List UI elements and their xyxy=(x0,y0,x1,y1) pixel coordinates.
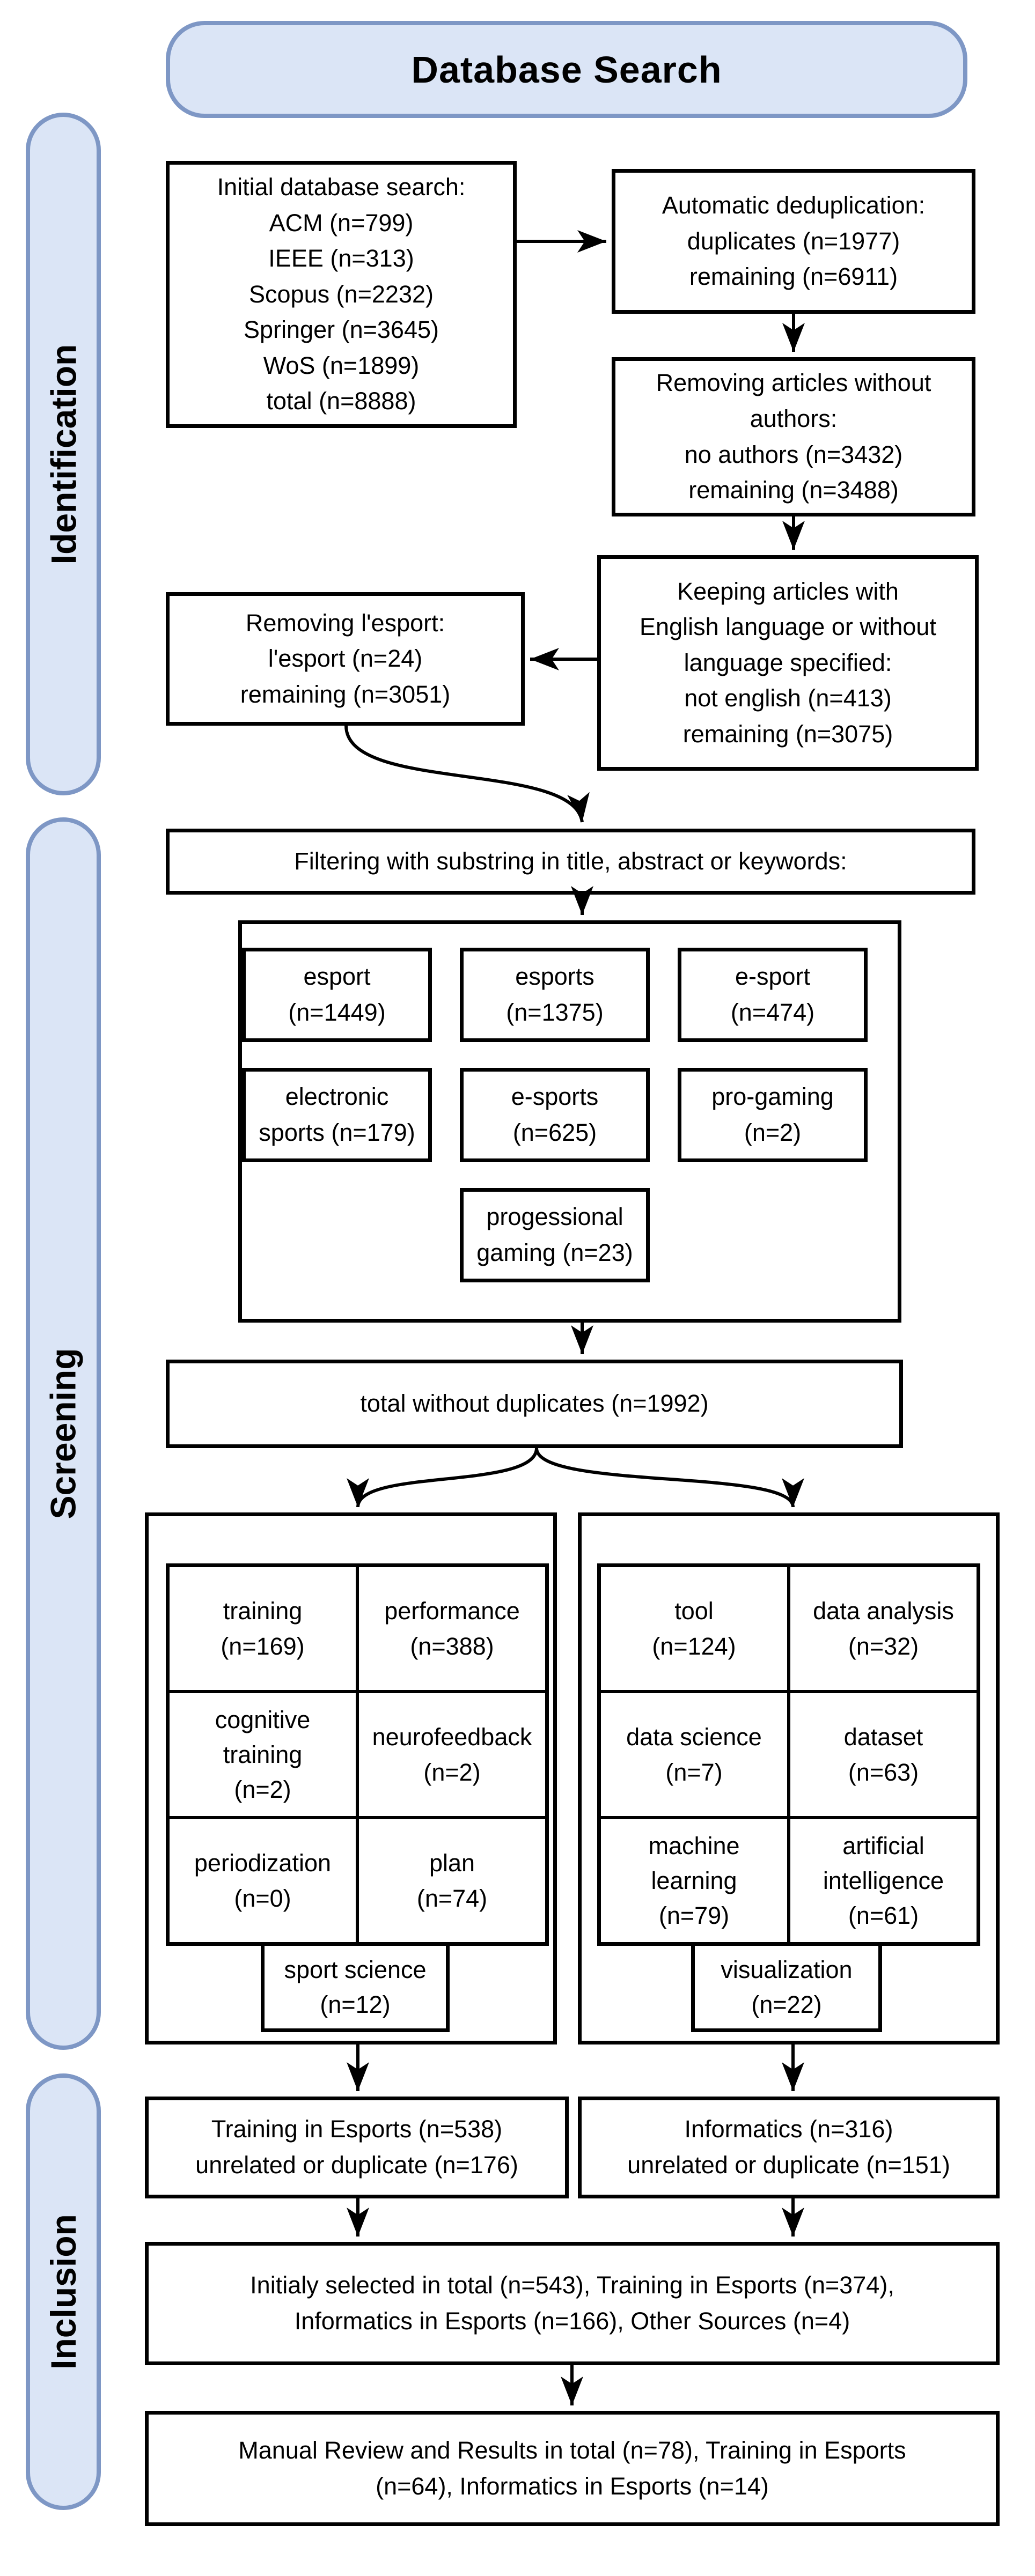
cell-dataset: dataset(n=63) xyxy=(789,1692,978,1818)
training-keywords-container: training(n=169) performance(n=388) cogni… xyxy=(145,1512,557,2044)
informatics-keywords-grid: tool(n=124) data analysis(n=32) data sci… xyxy=(597,1563,980,1946)
box-training-branch: Training in Esports (n=538)unrelated or … xyxy=(145,2097,569,2198)
section-screening-label: Screening xyxy=(43,1348,84,1519)
box-filtering: Filtering with substring in title, abstr… xyxy=(166,829,975,895)
section-inclusion: Inclusion xyxy=(26,2073,101,2510)
keywords-container: esport(n=1449) esports(n=1375) e-sport(n… xyxy=(238,920,901,1323)
box-lesport: Removing l'esport:l'esport (n=24)remaini… xyxy=(166,592,525,726)
cell-plan: plan(n=74) xyxy=(357,1818,547,1944)
title-text: Database Search xyxy=(411,48,722,91)
cell-performance: performance(n=388) xyxy=(357,1566,547,1692)
section-identification: Identification xyxy=(26,113,101,795)
keyword-esports: esports(n=1375) xyxy=(460,948,650,1042)
title-banner: Database Search xyxy=(166,21,967,118)
cell-periodization: periodization(n=0) xyxy=(168,1818,357,1944)
cell-training: training(n=169) xyxy=(168,1566,357,1692)
keyword-e-sport: e-sport(n=474) xyxy=(678,948,868,1042)
informatics-keywords-container: tool(n=124) data analysis(n=32) data sci… xyxy=(578,1512,1000,2044)
cell-neurofeedback: neurofeedback(n=2) xyxy=(357,1692,547,1818)
box-total-without-duplicates: total without duplicates (n=1992) xyxy=(166,1360,903,1448)
box-deduplication: Automatic deduplication:duplicates (n=19… xyxy=(612,169,975,314)
keyword-esport: esport(n=1449) xyxy=(242,948,432,1042)
arrow-total-to-informatics xyxy=(535,1448,804,1508)
section-screening: Screening xyxy=(26,817,101,2050)
cell-visualization: visualization(n=22) xyxy=(691,1942,882,2032)
arrow-total-to-training xyxy=(347,1448,538,1508)
section-identification-label: Identification xyxy=(43,344,84,564)
box-informatics-branch: Informatics (n=316)unrelated or duplicat… xyxy=(578,2097,1000,2198)
keyword-pro-gaming: pro-gaming(n=2) xyxy=(678,1068,868,1162)
cell-tool: tool(n=124) xyxy=(599,1566,789,1692)
cell-data-science: data science(n=7) xyxy=(599,1692,789,1818)
box-initial-search: Initial database search:ACM (n=799)IEEE … xyxy=(166,161,517,428)
box-initially-selected: Initialy selected in total (n=543), Trai… xyxy=(145,2242,1000,2365)
keyword-e-sports: e-sports(n=625) xyxy=(460,1068,650,1162)
section-inclusion-label: Inclusion xyxy=(43,2214,83,2370)
cell-sport-science: sport science(n=12) xyxy=(261,1942,450,2032)
cell-data-analysis: data analysis(n=32) xyxy=(789,1566,978,1692)
arrow-lesport-to-filtering xyxy=(344,725,590,823)
box-manual-review: Manual Review and Results in total (n=78… xyxy=(145,2411,1000,2526)
training-keywords-grid: training(n=169) performance(n=388) cogni… xyxy=(166,1563,549,1946)
